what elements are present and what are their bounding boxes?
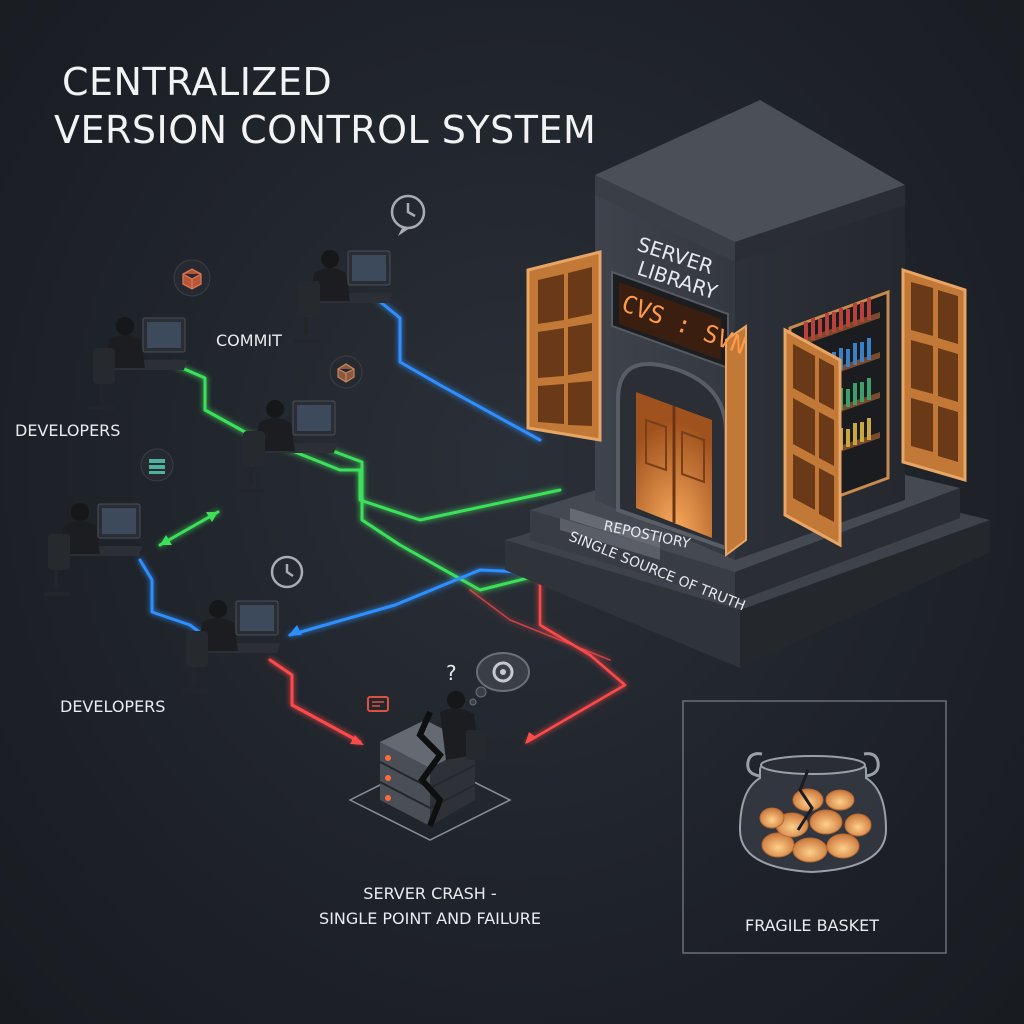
clock-icon [390,194,426,236]
developer-4 [44,503,143,596]
page-title: CENTRALIZED VERSION CONTROL SYSTEM [54,58,596,154]
arrow-red-head [350,735,364,745]
link-red-2 [525,568,627,744]
fragile-basket-label: FRAGILE BASKET [745,916,880,935]
fragile-basket-panel [682,700,947,954]
arrow-green-tail [160,535,172,545]
crash-line2: SINGLE POINT AND FAILURE [319,909,541,928]
developers-label-bottom: DEVELOPERS [60,697,166,716]
eggs [759,788,872,863]
developer-5 [182,600,281,693]
link-red-3 [469,589,611,661]
link-green-arrow [158,510,220,547]
door-shutter [725,324,747,557]
book-stack-icon [140,448,174,482]
arrow-red-head-2 [525,732,537,744]
thought-bubble-icon [469,652,530,706]
shutter-right [901,267,967,482]
link-red-1 [268,658,362,744]
shutter-center [783,327,842,548]
arrow-blue-head [288,625,302,636]
link-green-2 [328,448,602,592]
server-library-building [505,100,990,668]
arrow-green-head [206,512,218,522]
title-line1: CENTRALIZED [62,60,333,104]
clock-icon [270,555,304,589]
developer-3 [239,400,338,493]
link-blue-2 [138,558,212,642]
shutter-left [526,250,602,442]
crashed-server [348,691,512,841]
crash-line1: SERVER CRASH - [363,884,497,903]
crack [416,710,444,828]
developer-2 [89,317,188,410]
developer-1 [294,250,393,343]
developers-label-top: DEVELOPERS [15,421,121,440]
server-crash-label: SERVER CRASH - SINGLE POINT AND FAILURE [300,884,560,928]
link-green-1 [173,363,562,522]
jar-crack [796,769,814,831]
title-line2: VERSION CONTROL SYSTEM [54,108,597,152]
package-icon [173,259,211,297]
message-icon [367,696,389,712]
commit-label: COMMIT [216,331,282,350]
jar-icon [738,752,888,874]
package-icon [329,355,363,389]
question-mark: ? [446,661,457,685]
arrowheads [160,512,537,745]
connection-lines [138,298,627,744]
link-blue-top [376,298,542,442]
